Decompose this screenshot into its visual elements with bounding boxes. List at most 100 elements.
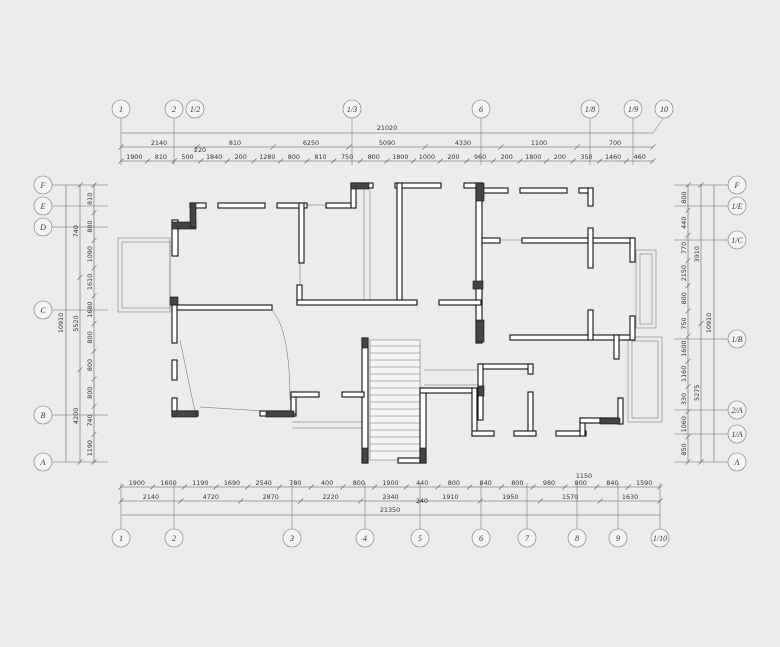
dimension-tick	[91, 348, 97, 354]
top-axis-label: 1/9	[628, 105, 638, 114]
bottom-axis-label: 3	[289, 534, 294, 543]
right-axis-label: 1/E	[731, 202, 742, 211]
bottom-dimension: 2340	[382, 493, 398, 501]
top-axis-label: 1/2	[190, 105, 200, 114]
right-axis-label: A	[734, 458, 740, 467]
dimension-tick	[625, 484, 631, 490]
dimension-tick	[685, 207, 691, 213]
right-axis-bubble	[727, 400, 747, 420]
dimension-tick	[650, 158, 656, 164]
dimension-tick	[91, 376, 97, 382]
right-axis-label: F	[734, 181, 740, 190]
right-detail-dimension: 800	[680, 191, 688, 203]
dimension-tick	[198, 158, 204, 164]
dimension-tick	[308, 484, 314, 490]
bottom-dimension: 2140	[143, 493, 159, 501]
right-axis-bubble	[727, 329, 747, 349]
dimension-tick	[543, 158, 550, 164]
bottom-dimension: 4720	[203, 493, 219, 501]
dimension-tick	[276, 484, 283, 490]
dimension-tick	[685, 434, 691, 440]
dimension-tick	[597, 498, 603, 504]
dimension-tick	[346, 144, 352, 150]
right-detail-dimension: 1060	[680, 416, 688, 432]
top-detail-dimension: 1800	[392, 153, 408, 161]
dimension-tick	[304, 158, 310, 164]
dimension-tick	[144, 158, 151, 164]
dimension-tick	[477, 498, 484, 504]
dimension-tick	[91, 431, 97, 437]
left-detail-dimension: 810	[86, 193, 94, 205]
dimension-tick	[498, 484, 505, 490]
right-detail-dimension: 2150	[680, 265, 688, 281]
top-detail-dimension: 1460	[605, 153, 621, 161]
dimension-tick	[238, 498, 244, 504]
dimension-tick	[593, 484, 600, 490]
top-detail-dimension: 350	[580, 153, 592, 161]
axis-leaders	[52, 116, 728, 530]
left-overall-dimension: 10910	[57, 313, 65, 333]
left-detail-dimension: 1610	[86, 274, 94, 290]
bottom-detail-dimension: 1900	[382, 479, 398, 487]
left-dimension: 4200	[72, 408, 80, 424]
bottom-axis-label: 7	[525, 534, 530, 543]
bottom-detail-dimension: 840	[480, 479, 492, 487]
top-axis-bubble	[654, 99, 674, 119]
left-axis-label: D	[39, 223, 46, 232]
dimension-tick	[685, 283, 691, 289]
top-axis-bubble	[471, 99, 491, 119]
dimension-tick	[77, 274, 83, 281]
dimension-tick	[331, 158, 337, 164]
top-detail-dimension: 1000	[419, 153, 435, 161]
top-detail-dimension: 1800	[525, 153, 541, 161]
dimension-tick	[245, 484, 251, 490]
bottom-axis-label: 2	[172, 534, 176, 543]
bottom-axis-bubble	[567, 528, 587, 548]
dimension-tick	[685, 232, 691, 239]
right-axis-label: 1/A	[731, 430, 742, 439]
bottom-detail-dimension: 1690	[224, 479, 240, 487]
dimension-tick	[77, 366, 83, 373]
dimension-tick	[464, 158, 470, 164]
dimension-tick	[685, 308, 691, 314]
top-detail-dimension: 460	[634, 153, 646, 161]
dimension-tick	[91, 210, 97, 216]
dimension-tick	[150, 484, 156, 490]
dimension-tick	[194, 144, 200, 150]
bottom-axis-label: 6	[479, 534, 483, 543]
left-axis-bubble	[33, 300, 53, 320]
left-axis-bubble	[33, 175, 53, 195]
bottom-detail-dimension: 800	[448, 479, 460, 487]
left-dimension: 740	[72, 225, 80, 237]
right-detail-dimension: 750	[680, 317, 688, 329]
dimension-tick	[91, 320, 97, 327]
top-detail-dimension: 500	[181, 153, 193, 161]
dimension-tick	[698, 320, 704, 327]
dimension-tick	[685, 257, 691, 264]
dimension-tick	[597, 158, 603, 164]
top-overall-dimension: 21020	[377, 124, 397, 132]
right-axis-bubble	[727, 175, 747, 195]
dimension-tick	[517, 158, 523, 164]
top-detail-dimension: 1840	[206, 153, 222, 161]
top-detail-dimension: 750	[341, 153, 353, 161]
top-axis-label: 10	[660, 105, 668, 114]
bottom-axis-bubble	[517, 528, 537, 548]
top-detail-dimension: 1280	[259, 153, 275, 161]
left-detail-dimension: 800	[86, 220, 94, 232]
bottom-detail-dimension: 1600	[160, 479, 176, 487]
dimension-tick	[403, 484, 410, 490]
top-detail-dimension: 800	[288, 153, 300, 161]
dimension-tick	[181, 484, 188, 490]
bottom-detail-dimension: 840	[606, 479, 618, 487]
bottom-axis-bubble	[164, 528, 184, 548]
bottom-small-dimension: 240	[416, 497, 428, 505]
right-detail-dimension: 1160	[680, 366, 688, 382]
right-axis-bubble	[727, 424, 747, 444]
left-axis-label: E	[40, 202, 46, 211]
bottom-detail-dimension: 800	[353, 479, 365, 487]
top-small-dimension: 220	[194, 146, 206, 154]
bottom-detail-dimension: 400	[321, 479, 333, 487]
